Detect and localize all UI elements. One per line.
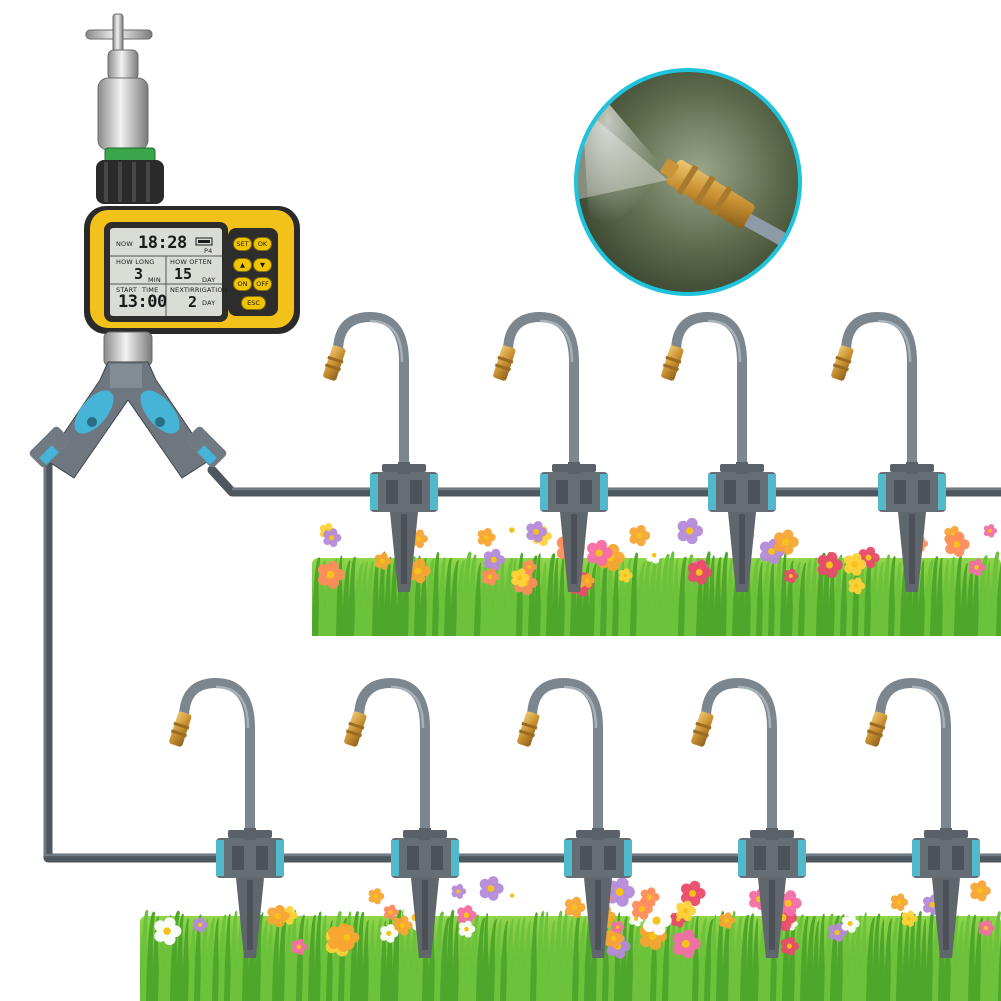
down-button[interactable]: ▼ xyxy=(253,258,272,272)
emitter-row-bottom xyxy=(169,677,980,958)
main-pipe xyxy=(43,447,1001,863)
how-long-value: 3 xyxy=(134,265,144,283)
flower-grass-bed-top xyxy=(312,517,1001,636)
start-time-value: 13:00 xyxy=(118,292,167,312)
time-label: TIME xyxy=(142,286,159,294)
on-button[interactable]: ON xyxy=(233,277,252,291)
how-often-value: 15 xyxy=(174,265,193,283)
mist-nozzle-inset xyxy=(574,68,802,296)
next-irrigation-value: 2 xyxy=(188,293,198,311)
how-often-label: HOW OFTEN xyxy=(170,258,212,266)
y-splitter-valve xyxy=(29,361,227,479)
next-label: NEXT xyxy=(170,286,189,294)
off-button[interactable]: OFF xyxy=(253,277,272,291)
program-label: P4 xyxy=(204,247,213,255)
how-long-unit: MIN xyxy=(148,276,161,284)
start-label: START xyxy=(116,286,138,294)
faucet xyxy=(85,13,164,204)
emitter-row-top xyxy=(323,311,946,592)
set-button[interactable]: SET xyxy=(233,237,252,251)
next-irrigation-unit: DAY xyxy=(202,299,216,307)
up-button[interactable]: ▲ xyxy=(233,258,252,272)
how-long-label: HOW LONG xyxy=(116,258,155,266)
lcd-display: NOW 18:28 P4 HOW LONG 3 MIN HOW OFTEN 15… xyxy=(112,232,228,314)
flower-grass-bed-bottom xyxy=(140,876,1001,1001)
clock-readout: 18:28 xyxy=(138,233,187,253)
irrigation-label: IRRIGATION xyxy=(188,286,228,294)
ok-button[interactable]: OK xyxy=(253,237,272,251)
how-often-unit: DAY xyxy=(202,276,216,284)
now-label: NOW xyxy=(116,240,134,248)
esc-button[interactable]: ESC xyxy=(241,296,266,310)
